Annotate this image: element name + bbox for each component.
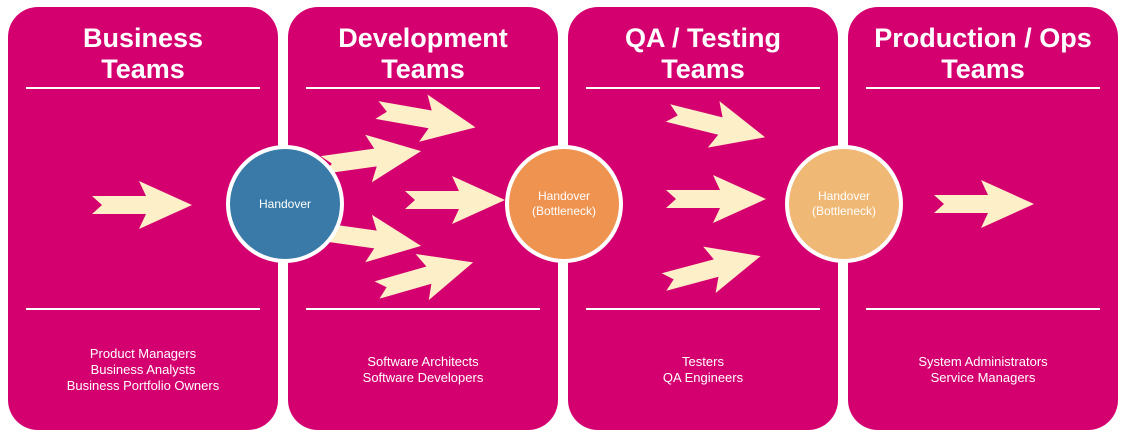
divider [306, 308, 540, 310]
roles-list: System Administrators Service Managers [848, 354, 1118, 386]
role-label: QA Engineers [662, 370, 744, 385]
development-teams-panel: Development Teams Software Architects So… [288, 7, 558, 430]
handover-label: Handover [258, 196, 312, 211]
role-label: Software Architects [367, 354, 479, 369]
handover-sublabel: (Bottleneck) [811, 204, 877, 218]
flow-arrow-icon [372, 86, 480, 152]
role-label: Product Managers [89, 346, 197, 361]
role-label: Software Developers [362, 370, 484, 385]
flow-arrow-icon [662, 89, 771, 161]
handover-sublabel: (Bottleneck) [531, 204, 597, 218]
divider [306, 87, 540, 89]
panel-title: QA / Testing Teams [624, 23, 781, 84]
flow-arrow-icon [92, 181, 192, 229]
roles-list: Software Architects Software Developers [288, 354, 558, 386]
roles-list: Product Managers Business Analysts Busin… [8, 346, 278, 394]
flow-arrow-icon [657, 232, 767, 306]
handover-label: Handover [817, 189, 871, 203]
panel-title: Production / Ops Teams [874, 23, 1092, 84]
role-label: Service Managers [930, 370, 1036, 385]
handover-bottleneck-node: Handover (Bottleneck) [505, 145, 623, 263]
role-label: Testers [682, 354, 724, 369]
role-label: Business Analysts [90, 362, 196, 377]
divider [586, 87, 820, 89]
divider [866, 308, 1100, 310]
roles-list: Testers QA Engineers [568, 354, 838, 386]
role-label: Business Portfolio Owners [66, 378, 220, 393]
role-label: System Administrators [918, 354, 1048, 369]
handover-label: Handover [537, 189, 591, 203]
panel-title: Development Teams [338, 23, 508, 84]
divider [26, 87, 260, 89]
flow-arrow-icon [405, 176, 505, 224]
divider [586, 308, 820, 310]
flow-arrow-icon [666, 175, 766, 223]
flow-arrow-icon [934, 180, 1034, 228]
handover-node: Handover [226, 145, 344, 263]
handover-bottleneck-node: Handover (Bottleneck) [785, 145, 903, 263]
divider [26, 308, 260, 310]
panel-title: Business Teams [82, 23, 204, 84]
divider [866, 87, 1100, 89]
